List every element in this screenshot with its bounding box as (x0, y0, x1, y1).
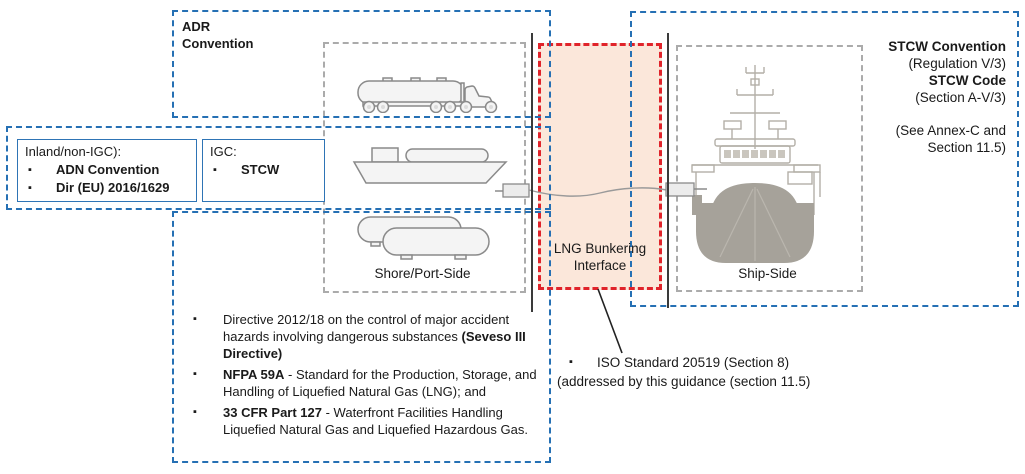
bunker-barge-icon (352, 147, 508, 184)
list-item: NFPA 59A - Standard for the Production, … (192, 366, 550, 400)
stcw-note-line: Section 11.5) (927, 140, 1006, 155)
crew-standards-box (6, 126, 551, 210)
stcw-box (630, 11, 1019, 307)
ship-side-region (676, 45, 863, 292)
list-item: STCW (210, 161, 317, 179)
stcw-note-line: (See Annex-C and (895, 123, 1006, 138)
stcw-note: STCW Convention (Regulation V/3) STCW Co… (888, 38, 1006, 156)
list-item: Directive 2012/18 on the control of majo… (192, 311, 550, 362)
regulation-text: - Standard for the Production, Storage, … (223, 367, 537, 399)
pointer-line (597, 288, 623, 354)
regulation-name: NFPA 59A (223, 367, 285, 382)
lng-bunkering-interface-region (538, 43, 662, 290)
shore-regulations-box (172, 211, 551, 463)
ship-bow-icon (691, 65, 821, 263)
igc-title: IGC: (210, 144, 237, 159)
regulation-name: 33 CFR Part 127 (223, 405, 322, 420)
list-item: 33 CFR Part 127 - Waterfront Facilities … (192, 404, 550, 438)
stcw-note-line: STCW Code (928, 73, 1006, 88)
interface-label-line1: LNG Bunkering (553, 241, 647, 256)
ship-boundary-line (667, 33, 669, 308)
inland-non-igc-list: ADN Convention Dir (EU) 2016/1629 (25, 161, 189, 197)
list-item: Dir (EU) 2016/1629 (25, 179, 189, 197)
transfer-hose-icon (495, 182, 707, 198)
iso-standard-note: ISO Standard 20519 (Section 8) (addresse… (557, 353, 810, 391)
stcw-note-line: (Regulation V/3) (908, 56, 1006, 71)
ship-side-label: Ship-Side (738, 266, 797, 281)
shore-boundary-line (531, 33, 533, 312)
iso-note-line1: ISO Standard 20519 (Section 8) (557, 353, 810, 372)
inland-non-igc-box: Inland/non-IGC): ADN Convention Dir (EU)… (17, 139, 197, 202)
iso-note-line2: (addressed by this guidance (section 11.… (557, 374, 811, 389)
lng-bunkering-interface-label: LNG Bunkering Interface (538, 240, 662, 274)
stcw-note-line: (Section A-V/3) (915, 90, 1006, 105)
tanker-truck-icon (357, 77, 498, 113)
regulation-name: (Seveso III Directive) (223, 329, 526, 361)
shore-regulations-list: Directive 2012/18 on the control of majo… (192, 311, 550, 442)
inland-non-igc-title: Inland/non-IGC): (25, 144, 122, 159)
igc-box: IGC: STCW (202, 139, 325, 202)
adr-convention-box (172, 10, 551, 118)
regulation-text: Directive 2012/18 on the control of majo… (223, 312, 510, 344)
stcw-note-line: STCW Convention (888, 39, 1006, 54)
interface-label-line2: Interface (573, 258, 627, 273)
list-item: ADN Convention (25, 161, 189, 179)
adr-convention-label: ADR Convention (182, 19, 254, 51)
shore-port-side-label: Shore/Port-Side (374, 266, 471, 281)
igc-list: STCW (210, 161, 317, 179)
regulation-text: - Waterfront Facilities Handling Liquefi… (223, 405, 528, 437)
storage-tanks-icon (357, 216, 490, 260)
